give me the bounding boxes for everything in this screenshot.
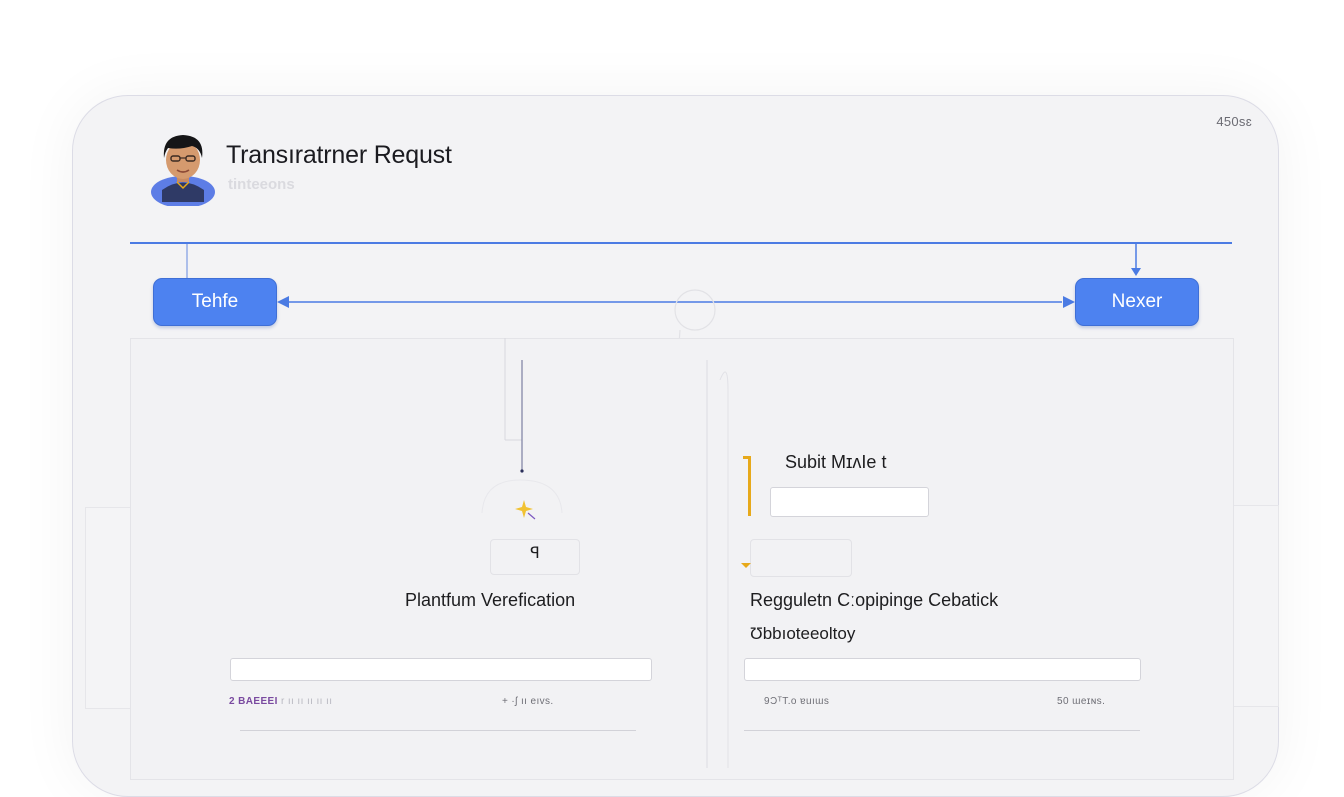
left-panel-icon-button[interactable]: ꟼ [490,539,580,575]
progress-line [130,242,1232,244]
secondary-input[interactable] [750,539,852,577]
sparkle-icon [512,497,538,523]
required-marker-cap [743,456,749,459]
page-title: Transıratrner Requst [226,141,452,169]
back-button[interactable]: Tehfe [153,278,277,326]
left-panel-label: Plantfum Verefication [405,590,576,610]
right-footer-left-text: 9ƆᵀT.o ɐuıɯs [764,696,830,707]
field-label: Subit MɪʌIe t [785,452,887,472]
content-panel [130,338,1234,780]
timer-counter: 450sɛ [1216,114,1252,129]
column-dividers [504,338,729,768]
avatar[interactable] [150,130,216,208]
left-divider [240,730,636,731]
warning-marker [741,563,751,568]
left-panel-button-glyph: ꟼ [530,545,540,562]
next-button[interactable]: Nexer [1075,278,1199,326]
left-ghost-panel [85,507,132,709]
user-avatar-icon [151,135,215,208]
left-panel-input[interactable] [230,658,652,681]
right-divider [744,730,1140,731]
text-input[interactable] [770,487,929,517]
left-footer-text: 2 BAEEEI r ıı ıı ıı ıı ıı [229,696,332,707]
description-line-1: Regguletn Cːopipinge Cebatick [750,590,999,610]
required-marker [748,456,751,516]
description-line-2: Ʊbbıoteeoltoy [750,624,856,643]
left-footer-right-text: + ·ʃ ıı eıvs. [502,696,554,707]
right-panel-input[interactable] [744,658,1141,681]
left-footer-suffix: r ıı ıı ıı ıı ıı [280,696,333,707]
right-footer-right-text: 50 ɯeɪɴs. [1057,696,1106,707]
page-subtitle: tinteeons [228,176,295,193]
left-footer-count: 2 BAEEEI [229,696,278,707]
